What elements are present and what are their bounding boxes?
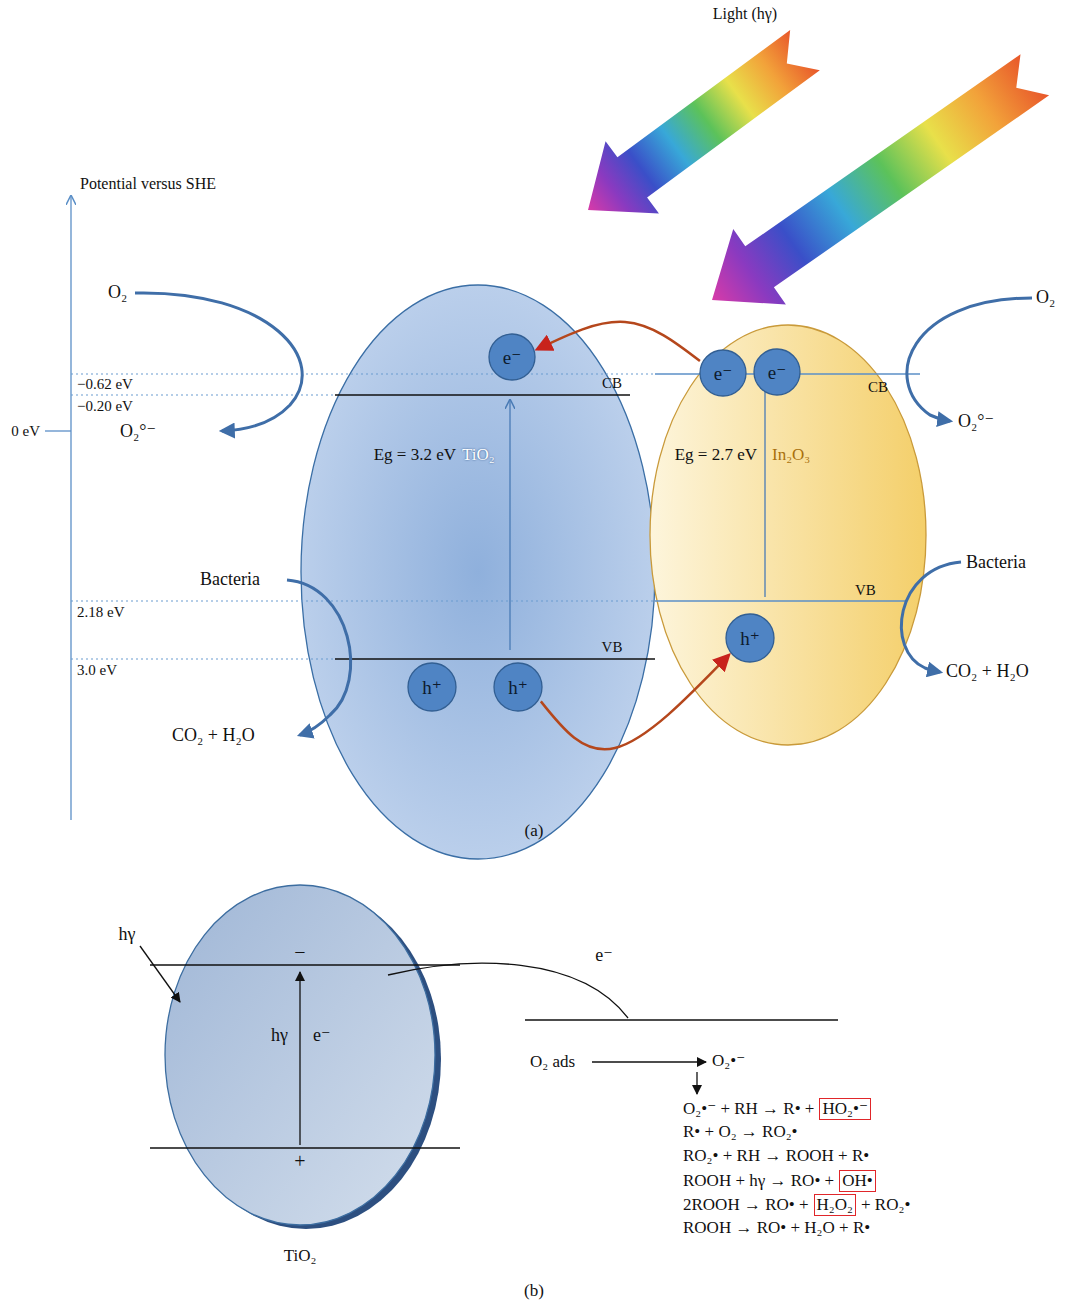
species-label: O₂ <box>108 283 127 301</box>
band-gap: Eg = 3.2 eV <box>374 446 456 463</box>
band-gap: Eg = 2.7 eV <box>675 446 757 463</box>
hole-circle: h⁺ <box>407 662 457 712</box>
highlighted-species: OH• <box>839 1170 876 1192</box>
panel-label: (a) <box>525 822 544 839</box>
species-label: O₂°⁻ <box>958 412 994 430</box>
potential-value: 3.0 eV <box>77 663 117 678</box>
electron-circle-text: e⁻ <box>503 348 521 367</box>
material-name: TiO₂ <box>284 1247 317 1264</box>
charge-sign: − <box>294 942 305 962</box>
in2o3-particle-shape <box>650 325 926 745</box>
potential-value: −0.20 eV <box>77 399 133 414</box>
highlighted-species: HO₂•⁻ <box>819 1098 870 1120</box>
electron-circle-shape <box>700 350 746 396</box>
light-arrow <box>561 14 831 246</box>
species-text: OH• <box>842 1171 873 1190</box>
photon-label: hγ <box>119 925 136 943</box>
highlighted-species: H₂O₂ <box>814 1194 856 1216</box>
reaction-text: + RO₂• <box>861 1195 910 1215</box>
reaction-text: 2ROOH → RO• + <box>683 1195 809 1215</box>
electron-label: e⁻ <box>595 946 613 964</box>
hole-circle-shape <box>408 663 456 711</box>
reaction-text: ROOH → RO• + H₂O + R• <box>683 1218 870 1238</box>
hole-circle-text: h⁺ <box>508 678 528 697</box>
light-label: Light (hγ) <box>713 6 777 22</box>
tio2-particle: −hγe⁻+TiO₂ <box>165 885 441 1231</box>
species-text: HO₂•⁻ <box>822 1099 867 1118</box>
electron-circle-text: e⁻ <box>714 364 732 383</box>
tio2-particle-shape <box>301 285 655 859</box>
reaction-text: RO₂• + RH → ROOH + R• <box>683 1146 869 1166</box>
reaction-line: 2ROOH → RO• + H₂O₂ + RO₂• <box>683 1194 910 1216</box>
species-label: Bacteria <box>966 553 1026 571</box>
electron-circle: e⁻ <box>753 348 801 396</box>
in2o3-particle: CB Eg = 2.7 eV In₂O₃ VB e⁻ e⁻ h⁺ <box>650 325 926 745</box>
band-label: CB <box>868 380 888 395</box>
species-label: Bacteria <box>200 570 260 588</box>
reaction-line: ROOH → RO• + H₂O + R• <box>683 1218 870 1238</box>
species-text: H₂O₂ <box>817 1195 853 1214</box>
material-name: In₂O₃ <box>772 446 810 463</box>
electron-circle-text: e⁻ <box>768 363 786 382</box>
species-label: O₂°⁻ <box>120 422 156 440</box>
reaction-line: RO₂• + RH → ROOH + R• <box>683 1146 869 1166</box>
potential-value: −0.62 eV <box>77 377 133 392</box>
tio2-particle: CB Eg = 3.2 eV TiO₂ VB e⁻ h⁺ h⁺ <box>301 285 655 859</box>
hole-circle: h⁺ <box>493 662 543 712</box>
product-label: CO₂ + H₂O <box>946 662 1029 680</box>
axis-title: Potential versus SHE <box>80 176 216 192</box>
charge-sign: + <box>294 1151 305 1171</box>
panel-label: (b) <box>524 1282 544 1299</box>
material-name: TiO₂ <box>462 446 495 463</box>
band-label: VB <box>602 640 623 655</box>
reaction-text: O₂•⁻ + RH → R• + <box>683 1099 814 1119</box>
reaction-line: O₂•⁻ + RH → R• + HO₂•⁻ <box>683 1098 871 1120</box>
tio2-particle-outline <box>301 285 655 859</box>
electron-circle-shape <box>754 349 800 395</box>
potential-value: 2.18 eV <box>77 605 125 620</box>
electron-circle: e⁻ <box>699 349 747 397</box>
product-label: CO₂ + H₂O <box>172 726 255 744</box>
species-label: O₂ ads <box>530 1053 575 1070</box>
reaction-text: ROOH + hγ → RO• + <box>683 1171 834 1191</box>
reaction-text: R• + O₂ → RO₂• <box>683 1122 798 1142</box>
species-label: O₂ <box>1036 288 1055 306</box>
hole-circle-shape <box>494 663 542 711</box>
electron-circle: e⁻ <box>488 333 536 381</box>
species-label: O₂•⁻ <box>712 1052 745 1069</box>
band-label: VB <box>855 583 876 598</box>
potential-value: 0 eV <box>11 424 40 439</box>
tio2-particle-outline <box>165 885 441 1231</box>
electron-label: e⁻ <box>313 1026 331 1044</box>
light-arrow <box>686 37 1061 338</box>
reaction-line: R• + O₂ → RO₂• <box>683 1122 798 1142</box>
band-label: CB <box>602 376 622 391</box>
hole-circle: h⁺ <box>725 613 775 663</box>
hole-circle-shape <box>726 614 774 662</box>
electron-circle-shape <box>489 334 535 380</box>
tio2-particle-shape <box>165 885 435 1225</box>
light-arrows <box>561 14 1061 338</box>
photon-label: hγ <box>271 1026 288 1044</box>
reaction-line: ROOH + hγ → RO• + OH• <box>683 1170 876 1192</box>
hole-circle-text: h⁺ <box>422 678 442 697</box>
hole-circle-text: h⁺ <box>740 629 760 648</box>
